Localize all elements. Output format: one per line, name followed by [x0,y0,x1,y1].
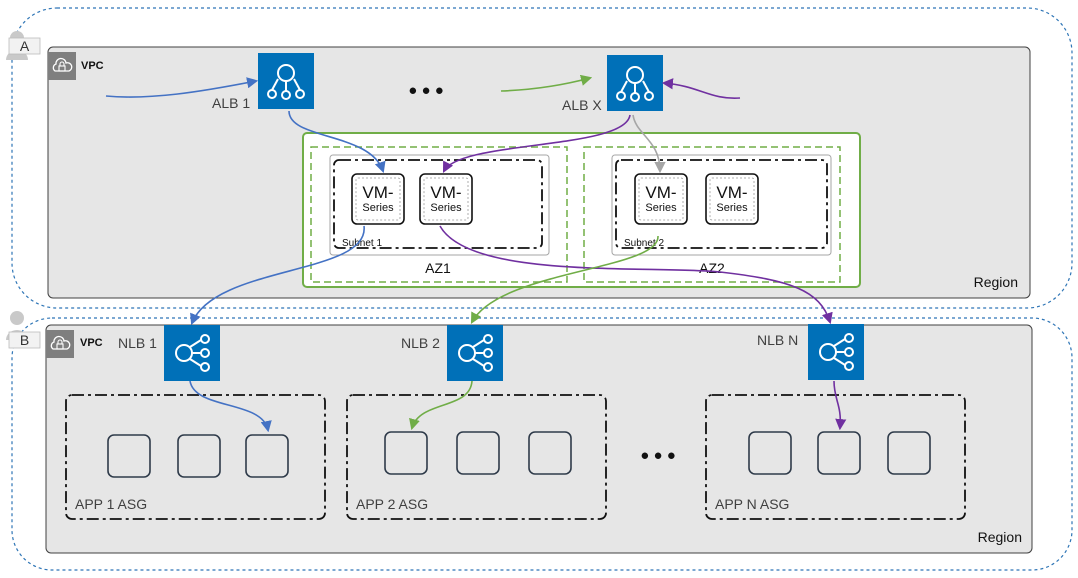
account-a-boundary [11,7,1073,309]
account-b-user-icon: B [6,311,41,349]
alb-x-label: ALB X [562,97,602,113]
account-a-letter: A [20,38,30,54]
bottom-region-label: Region [978,529,1022,545]
flow-nlb-1-to-app-1 [189,380,272,433]
top-region-label: Region [974,274,1018,290]
flow-alb-x-to-vm-3 [632,114,666,174]
account-a-user-icon: A [6,31,41,60]
svg-text:VM-: VM- [362,183,393,202]
flow-vm-2-to-nlb-n [439,225,833,325]
vm-series-firewall-1[interactable]: VM- Series [351,173,405,225]
app-1-instance-1[interactable] [107,434,151,478]
subnet-2-label: Subnet 2 [624,238,664,249]
app-1-asg-boundary [65,394,326,520]
nlb-n-label: NLB N [757,332,798,348]
svg-text:VM-: VM- [716,183,747,202]
app-1-asg-label: APP 1 ASG [75,496,147,512]
top-ellipsis: ● ● ● [408,82,444,99]
vm-series-firewall-2[interactable]: VM- Series [419,173,473,225]
nlb-1-label: NLB 1 [118,335,157,351]
svg-text:Series: Series [645,202,677,214]
az1-boundary [310,146,568,283]
app-2-asg-boundary [346,394,607,520]
vm-series-firewall-3[interactable]: VM- Series [634,173,688,225]
app-n-asg-label: APP N ASG [715,496,789,512]
subnet-1-asg-boundary [333,159,543,249]
alb-1-label: ALB 1 [212,95,250,111]
az2-boundary [583,146,841,283]
vm-series-firewall-4[interactable]: VM- Series [705,173,759,225]
bottom-vpc-label: VPC [80,337,103,349]
flow-vm-1-to-nlb-1 [190,225,365,326]
nlb-2-label: NLB 2 [401,335,440,351]
app-1-instance-2[interactable] [177,434,221,478]
app-2-instance-3[interactable] [528,431,572,475]
svg-text:Series: Series [716,202,748,214]
app-n-instance-2[interactable] [817,431,861,475]
svg-text:VM-: VM- [430,183,461,202]
flow-nlb-n-to-app-n [833,380,847,431]
account-b-letter: B [20,332,29,348]
svg-text:Series: Series [430,202,462,214]
nlb-1-icon[interactable] [163,324,221,382]
nlb-n-icon[interactable] [807,323,865,381]
app-n-instance-3[interactable] [887,431,931,475]
app-2-instance-1[interactable] [384,431,428,475]
az2-label: AZ2 [699,260,725,276]
subnet-1-label: Subnet 1 [342,238,382,249]
app-n-instance-1[interactable] [748,431,792,475]
svg-text:VM-: VM- [645,183,676,202]
app-2-instance-2[interactable] [456,431,500,475]
alb-1-icon[interactable] [257,52,315,110]
flow-inbound-alb-x-green [500,74,593,92]
flow-vm-3-to-nlb-2 [470,235,659,324]
nlb-2-icon[interactable] [446,324,504,382]
flow-nlb-2-to-app-2 [409,380,473,431]
app-1-instance-3[interactable] [245,434,289,478]
alb-x-icon[interactable] [606,54,664,112]
flow-inbound-alb-x-purple [661,78,741,99]
top-vpc-label: VPC [81,60,104,72]
subnet-2-asg-boundary [615,159,828,249]
vpc-icon [47,51,77,81]
flow-inbound-alb-1 [105,77,259,98]
bottom-ellipsis: ● ● ● [640,447,676,464]
flow-alb-1-to-vm-1 [288,110,386,174]
az1-label: AZ1 [425,260,451,276]
vpc-icon [45,329,75,359]
app-2-asg-label: APP 2 ASG [356,496,428,512]
account-b-boundary [11,317,1073,571]
svg-text:Series: Series [362,202,394,214]
flow-alb-x-to-vm-2 [442,114,631,173]
